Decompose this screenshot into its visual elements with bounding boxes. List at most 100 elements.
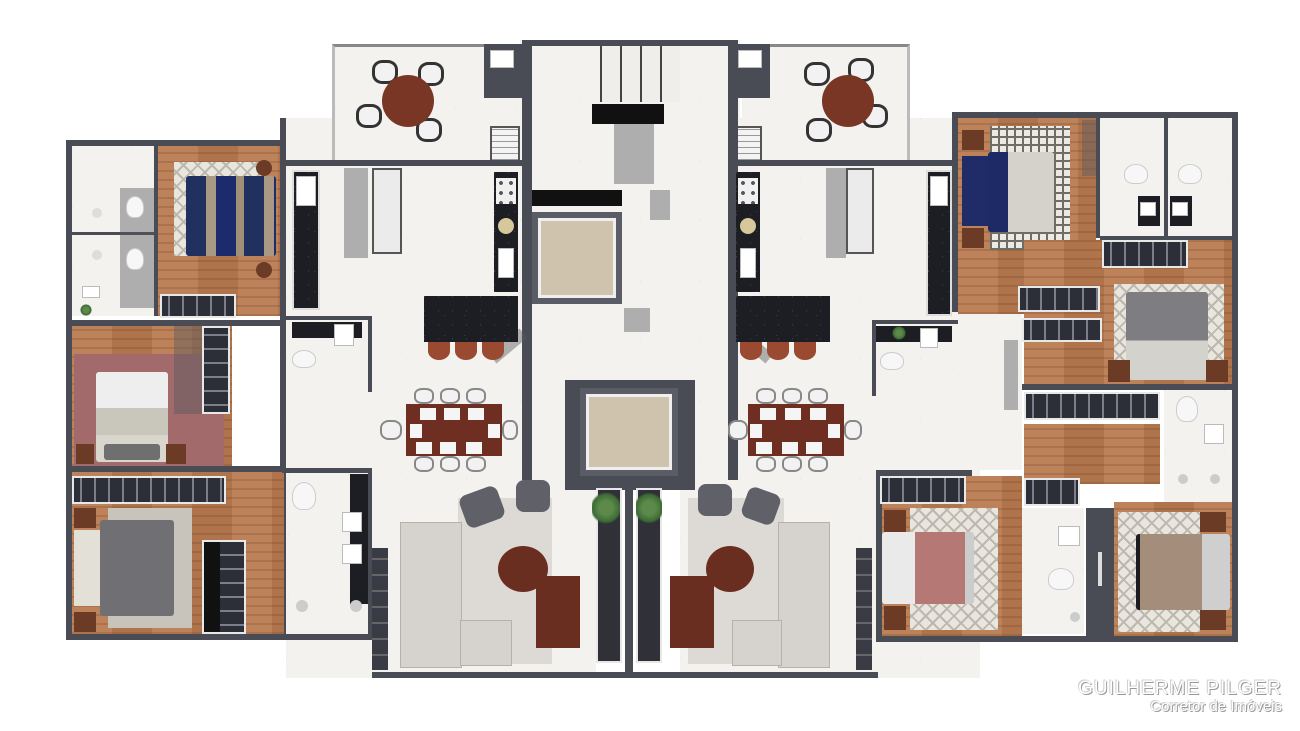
left-wing-wall-bottom	[66, 634, 372, 640]
elevator-door-bar	[532, 190, 622, 206]
balcony-sink	[490, 50, 514, 68]
place-setting	[416, 442, 432, 454]
living-wall-bottom	[636, 672, 878, 678]
plant-icon	[636, 490, 662, 526]
refrigerator	[372, 168, 402, 254]
powder-room-wall	[872, 320, 958, 324]
planter-divider	[625, 488, 633, 678]
nightstand	[76, 444, 94, 464]
closet	[1024, 392, 1160, 420]
dining-chair	[502, 420, 518, 440]
sectional-sofa	[778, 522, 830, 668]
watermark-subtitle: Corretor de Imóveis	[1150, 698, 1282, 715]
closet	[1024, 478, 1080, 506]
bed-grey	[1126, 292, 1208, 380]
left-wing-wall-top	[66, 140, 286, 146]
bed-grey	[100, 520, 174, 616]
dining-chair	[844, 420, 862, 440]
bathroom-sink	[82, 286, 100, 298]
place-setting	[806, 442, 822, 454]
kitchen-sink	[498, 248, 514, 278]
elevator-upper	[532, 212, 622, 304]
kitchen-peninsula	[736, 296, 830, 342]
right-window-shelf	[856, 548, 872, 670]
stair-shadow	[614, 124, 654, 184]
bathroom-wall	[282, 468, 372, 473]
closet	[160, 294, 236, 318]
toilet	[126, 248, 144, 270]
shower-drain	[1178, 474, 1188, 484]
closet	[1022, 318, 1102, 342]
bathroom-sink	[1172, 202, 1188, 216]
place-setting	[782, 442, 798, 454]
nightstand	[962, 130, 984, 150]
refrigerator	[846, 168, 874, 254]
kitchen-peninsula	[424, 296, 518, 342]
balcony-round-table	[382, 75, 434, 127]
wardrobe-door	[204, 542, 220, 632]
bedroom-wall	[876, 470, 882, 640]
balcony-chair	[356, 104, 382, 128]
closet	[880, 476, 966, 504]
stair-landing	[592, 104, 664, 124]
bedroom-wall	[1020, 384, 1236, 390]
toilet	[1178, 164, 1202, 184]
closet	[72, 476, 226, 504]
armchair	[516, 480, 550, 512]
dining-chair	[414, 456, 434, 472]
bed-pillows	[74, 530, 100, 606]
place-setting	[466, 442, 482, 454]
right-corridor-floor	[958, 314, 1022, 470]
plant-icon	[892, 326, 906, 340]
place-setting	[756, 442, 772, 454]
place-setting	[760, 408, 776, 420]
bathroom-sink	[342, 544, 362, 564]
elevator-lower	[580, 388, 678, 476]
right-wing-wall-bottom	[876, 636, 1238, 642]
fruit-bowl	[740, 218, 756, 234]
place-setting	[750, 424, 762, 438]
dining-chair	[782, 456, 802, 472]
kitchen-cabinet-shadow	[826, 168, 846, 258]
door-handle	[1098, 552, 1102, 586]
toilet	[292, 482, 316, 510]
toilet	[126, 196, 144, 218]
bar-stool	[455, 342, 477, 360]
fruit-bowl	[498, 218, 514, 234]
right-wing-wall-inner	[952, 112, 958, 312]
dining-chair	[808, 388, 828, 404]
closet	[1018, 286, 1100, 312]
closet	[1102, 240, 1188, 268]
bathroom-sink	[1058, 526, 1080, 546]
place-setting	[828, 424, 840, 438]
dining-chair	[414, 388, 434, 404]
closet	[202, 326, 230, 414]
living-wall-bottom	[372, 672, 672, 678]
kitchen-cabinet-shadow	[344, 168, 368, 258]
balcony-grill	[490, 126, 520, 162]
place-setting	[488, 424, 500, 438]
nightstand	[74, 508, 96, 528]
bar-stool	[794, 342, 816, 360]
wardrobe-shadow	[1082, 120, 1098, 176]
bathroom-wall	[1164, 118, 1168, 236]
right-kitchen-partition	[736, 160, 952, 166]
bathroom-wall	[154, 146, 158, 316]
shower-drain	[1070, 612, 1080, 622]
laundry-sink	[930, 176, 948, 206]
toilet	[1176, 396, 1198, 422]
left-kitchen-partition	[286, 160, 526, 166]
pillows	[104, 444, 160, 460]
laundry-countertop	[926, 170, 952, 316]
balcony-chair	[806, 118, 832, 142]
shower-drain	[1210, 474, 1220, 484]
toilet	[880, 352, 904, 370]
dining-chair	[808, 456, 828, 472]
nightstand	[884, 606, 906, 630]
bathroom-wall	[72, 232, 156, 235]
shower-drain	[92, 208, 102, 218]
bathroom-3-floor	[1164, 390, 1232, 502]
nightstand	[1108, 360, 1130, 382]
dining-chair	[756, 388, 776, 404]
place-setting	[420, 408, 436, 420]
